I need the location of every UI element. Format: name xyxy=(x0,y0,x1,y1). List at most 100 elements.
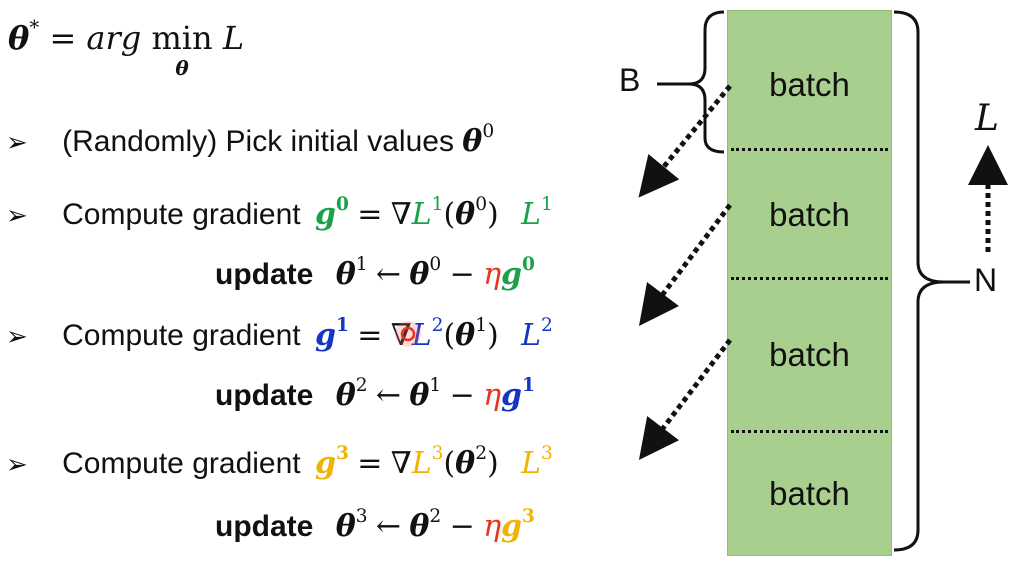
pointer-cursor-icon xyxy=(395,321,421,347)
loss-tag-superscript: 2 xyxy=(541,315,553,337)
gradient-symbol: g xyxy=(501,257,523,292)
gradient-symbol: g xyxy=(501,378,523,413)
batch-label-1: batch xyxy=(769,66,850,103)
theta-superscript: 1 xyxy=(355,254,368,276)
gradient-superscript: 3 xyxy=(522,506,535,528)
compute-gradient-label: Compute gradient xyxy=(62,319,301,352)
gradient-superscript: 1 xyxy=(522,375,535,397)
theta-symbol: θ xyxy=(409,509,430,544)
bullet-icon: ➢ xyxy=(6,450,28,480)
theta-superscript: 3 xyxy=(355,506,368,528)
gradient-superscript: 0 xyxy=(522,254,535,276)
paren-close: ) xyxy=(487,446,499,481)
gradient-superscript: 0 xyxy=(335,194,349,216)
batch-to-loss-arrow-1 xyxy=(638,84,732,198)
minus-sign: − xyxy=(449,378,475,413)
total-loss-label: L xyxy=(975,98,999,139)
equals-sign: = xyxy=(357,197,383,232)
loss-symbol: L xyxy=(411,197,432,232)
theta-superscript: 1 xyxy=(475,315,488,337)
left-arrow-icon: ← xyxy=(375,257,402,292)
theta-symbol: θ xyxy=(335,257,356,292)
left-arrow-icon: ← xyxy=(375,378,402,413)
batch-size-label: B xyxy=(619,62,641,98)
paren-open: ( xyxy=(443,197,456,232)
star-superscript: * xyxy=(29,16,40,40)
update-2: update θ2 ← θ1 − ηg1 xyxy=(215,376,535,416)
gradient-symbol: g xyxy=(314,446,336,481)
gradient-symbol: g xyxy=(314,197,336,232)
left-arrow-icon: ← xyxy=(375,509,402,544)
batch-divider xyxy=(731,148,888,151)
loss-tag: L xyxy=(521,197,542,232)
theta-superscript: 0 xyxy=(482,121,495,143)
min-subscript: θ xyxy=(175,56,189,80)
step-gradient-2: ➢ Compute gradient g1 = ∇L2(θ1) L2 xyxy=(6,316,553,356)
loss-symbol: L xyxy=(411,446,432,481)
step-gradient-3: ➢ Compute gradient g3 = ∇L3(θ2) L3 xyxy=(6,444,553,484)
theta-symbol: θ xyxy=(335,509,356,544)
compute-gradient-label: Compute gradient xyxy=(62,447,301,480)
step-initial-text: (Randomly) Pick initial values xyxy=(62,125,454,158)
update-label: update xyxy=(215,258,314,291)
equals-sign: = xyxy=(357,446,383,481)
theta-superscript: 0 xyxy=(475,194,488,216)
eta-symbol: η xyxy=(483,509,502,544)
paren-open: ( xyxy=(443,318,456,353)
objective-formula: θ* = arg min θ L xyxy=(8,16,245,80)
update-label: update xyxy=(215,379,314,412)
batch-label-2: batch xyxy=(769,196,850,233)
gradient-superscript: 1 xyxy=(335,315,349,337)
paren-close: ) xyxy=(487,318,499,353)
update-1: update θ1 ← θ0 − ηg0 xyxy=(215,255,535,295)
theta-symbol: θ xyxy=(8,19,30,57)
theta-superscript: 2 xyxy=(429,506,442,528)
theta-symbol: θ xyxy=(409,257,430,292)
compute-gradient-label: Compute gradient xyxy=(62,198,301,231)
min-operator: min θ xyxy=(151,18,213,80)
theta-superscript: 0 xyxy=(429,254,442,276)
loss-superscript: 2 xyxy=(431,315,444,337)
eta-symbol: η xyxy=(483,378,502,413)
batch-to-loss-arrow-3 xyxy=(638,338,732,460)
loss-tag: L xyxy=(521,446,542,481)
gradient-symbol: g xyxy=(501,509,523,544)
loss-superscript: 3 xyxy=(431,443,444,465)
theta-symbol: θ xyxy=(462,124,483,159)
eta-symbol: η xyxy=(483,257,502,292)
bullet-icon: ➢ xyxy=(6,128,28,158)
theta-symbol: θ xyxy=(455,446,476,481)
minus-sign: − xyxy=(449,257,475,292)
theta-superscript: 1 xyxy=(429,375,442,397)
theta-symbol: θ xyxy=(455,318,476,353)
brace-n xyxy=(893,10,945,552)
gradient-symbol: g xyxy=(314,318,336,353)
loss-tag: L xyxy=(521,318,542,353)
batch-divider xyxy=(731,277,888,280)
arg-text: arg xyxy=(86,19,142,57)
theta-symbol: θ xyxy=(455,197,476,232)
gradient-superscript: 3 xyxy=(335,443,349,465)
paren-close: ) xyxy=(487,197,499,232)
theta-superscript: 2 xyxy=(355,375,368,397)
loss-superscript: 1 xyxy=(431,194,444,216)
nabla-symbol: ∇ xyxy=(390,197,412,232)
batch-label-4: batch xyxy=(769,475,850,512)
update-3: update θ3 ← θ2 − ηg3 xyxy=(215,507,535,547)
minus-sign: − xyxy=(449,509,475,544)
step-gradient-1: ➢ Compute gradient g0 = ∇L1(θ0) L1 xyxy=(6,195,553,235)
dataset-size-label: N xyxy=(974,262,998,298)
theta-symbol: θ xyxy=(409,378,430,413)
nabla-symbol: ∇ xyxy=(390,446,412,481)
theta-symbol: θ xyxy=(335,378,356,413)
theta-superscript: 2 xyxy=(475,443,488,465)
batch-divider xyxy=(731,430,888,433)
min-text: min xyxy=(151,19,213,57)
batch-to-loss-arrow-2 xyxy=(638,203,732,326)
bullet-icon: ➢ xyxy=(6,322,28,352)
dataset-column xyxy=(727,10,892,556)
loss-symbol: L xyxy=(222,19,245,57)
update-label: update xyxy=(215,510,314,543)
bullet-icon: ➢ xyxy=(6,201,28,231)
